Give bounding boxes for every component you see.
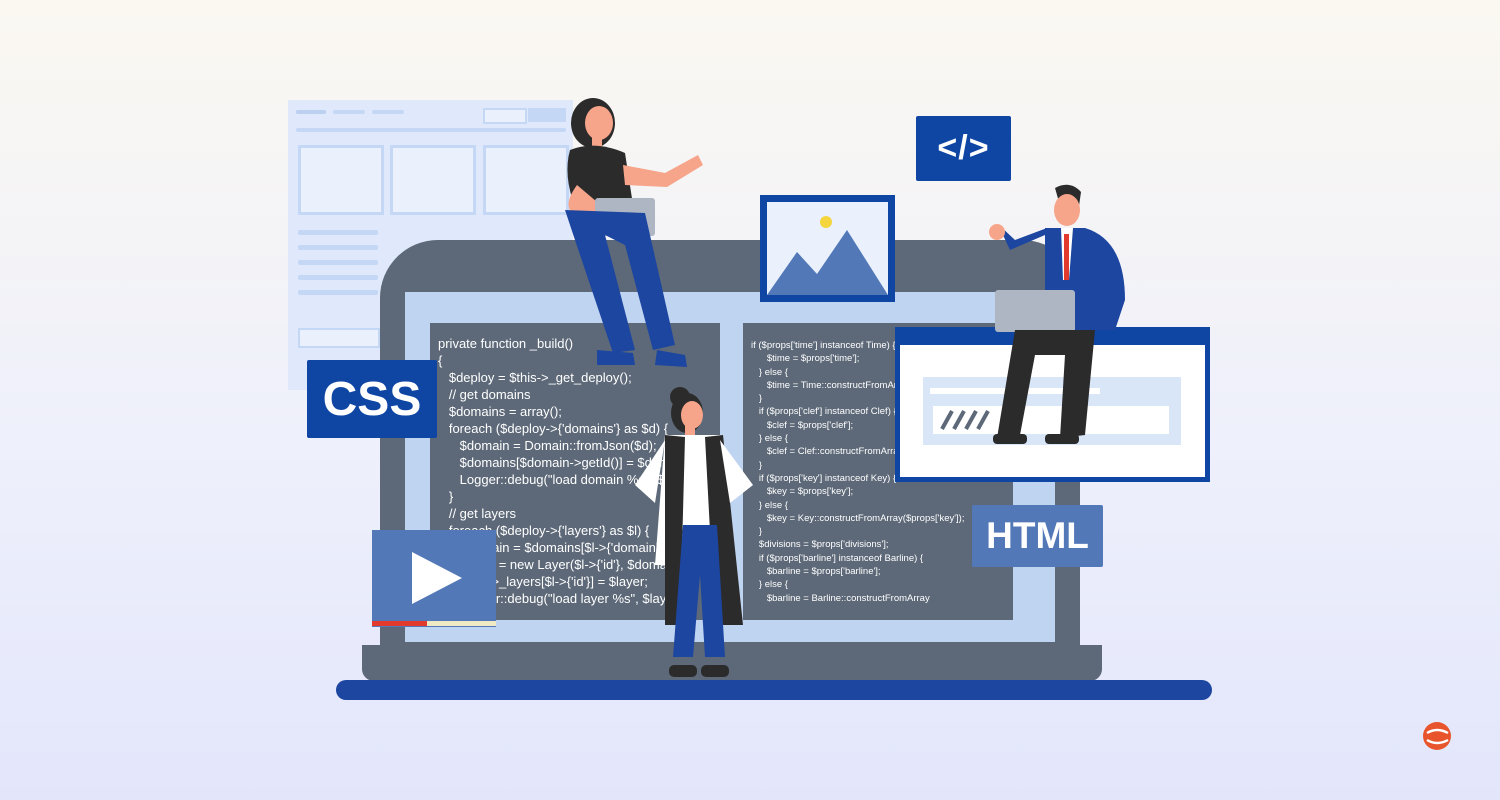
css-badge: CSS [307, 360, 437, 438]
code-line: if ($props['time'] instanceof Time) { [751, 340, 896, 351]
code-line: $divisions = $props['divisions']; [751, 539, 889, 551]
brand-logo-icon [1423, 722, 1451, 750]
code-line: $time = $props['time']; [751, 353, 860, 365]
image-icon [767, 202, 888, 295]
code-line: $key = Key::constructFromArray($props['k… [751, 512, 965, 524]
code-line: $clef = Clef::constructFromArray($props[… [751, 446, 966, 458]
code-line: { [438, 353, 443, 368]
laptop-base [362, 645, 1102, 681]
wire-thumb [483, 145, 569, 215]
play-icon [412, 552, 462, 604]
video-card [372, 530, 496, 627]
form-card-body [900, 345, 1205, 477]
wire-thumb [390, 145, 476, 215]
person-standing-woman [635, 387, 753, 677]
code-line: // get domains [438, 387, 531, 402]
code-line: if ($props['barline'] instanceof Barline… [751, 552, 924, 564]
html-badge: HTML [972, 505, 1103, 567]
code-line: if ($props['key'] instanceof Key) { [751, 472, 897, 484]
code-line: $barline = $props['barline']; [751, 566, 881, 578]
code-line: foreach ($deploy->{'domains'} as $d) { [438, 421, 669, 436]
code-line: } [438, 489, 454, 504]
code-tag-badge: </> [916, 116, 1011, 181]
code-line: $domain = Domain::fromJson($d); [438, 438, 657, 453]
code-line: } else { [751, 499, 788, 511]
code-line: } [751, 393, 763, 405]
code-line: } [751, 526, 763, 538]
code-line: $barline = Barline::constructFromArray [751, 592, 930, 604]
code-line: } else { [751, 433, 788, 445]
person-sitting-man [989, 184, 1125, 444]
code-line: $key = $props['key']; [751, 486, 854, 498]
desk-bar [336, 680, 1212, 700]
code-line: private function _build() [438, 336, 574, 351]
wire-thumb [298, 145, 384, 215]
person-sitting-woman [565, 98, 703, 367]
code-line: $clef = $props['clef']; [751, 419, 854, 431]
code-line: $time = Time::constructFromArray($props[… [751, 379, 976, 391]
code-line: } else { [751, 579, 788, 591]
code-line: // get layers [438, 506, 517, 521]
code-line: } [751, 459, 763, 471]
code-line: $deploy = $this->_get_deploy(); [438, 370, 632, 385]
code-line: $domains = array(); [438, 404, 562, 419]
code-line: } else { [751, 366, 788, 378]
